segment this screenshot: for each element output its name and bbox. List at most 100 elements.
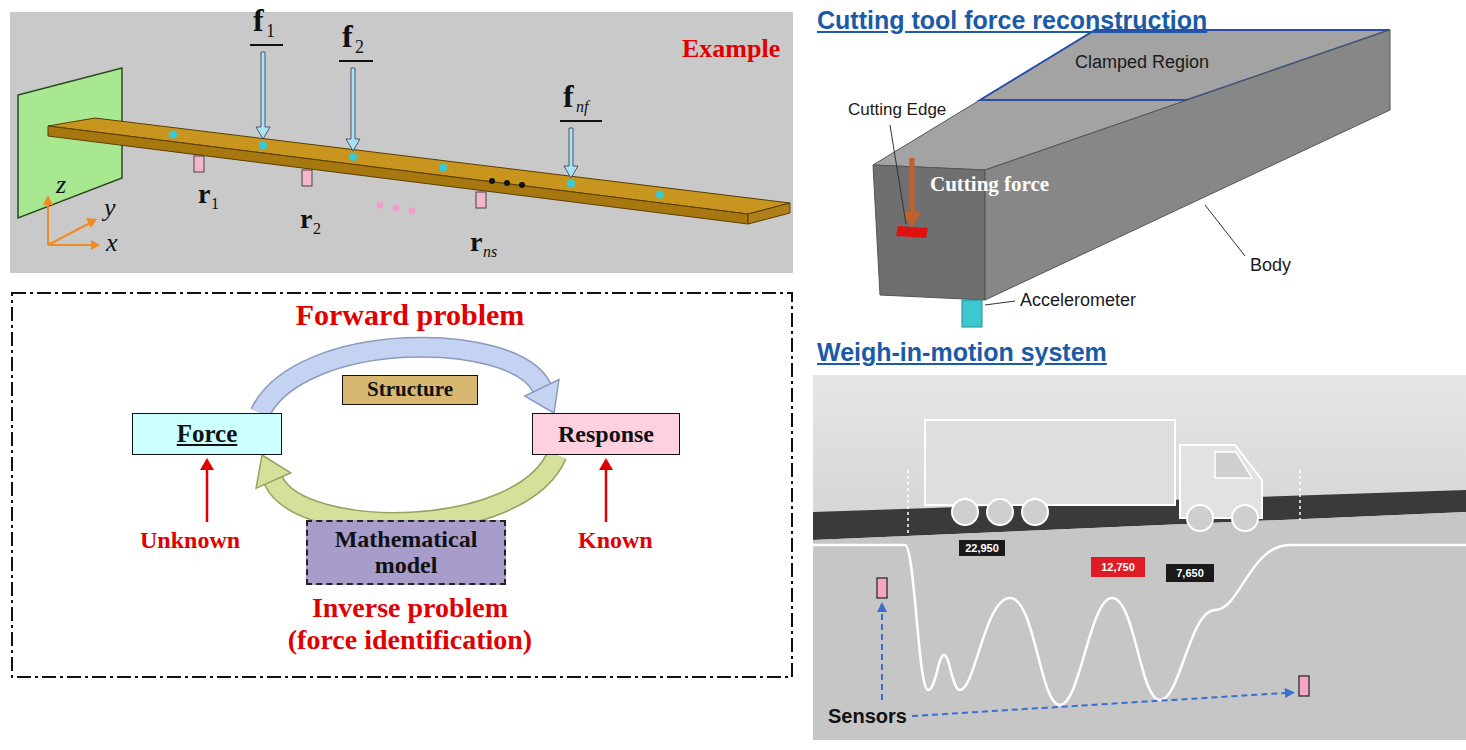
subscript: 1: [266, 21, 275, 42]
tool-side: [985, 30, 1390, 300]
node-text: 22,950: [965, 542, 999, 554]
panel-ground: [10, 12, 793, 273]
flow-arrow: [260, 347, 559, 413]
sensor: [877, 578, 887, 598]
ellipsis-dot: [519, 182, 525, 188]
force-label: Cutting force: [930, 172, 1049, 196]
pointer-head: [877, 602, 887, 612]
node-text: Force: [177, 420, 238, 448]
node-text: 7,650: [1176, 567, 1204, 579]
force-arrow: [903, 158, 921, 228]
node-text: 12,750: [1101, 561, 1135, 573]
subscript: ns: [483, 243, 497, 261]
subscript: 1: [211, 195, 219, 213]
sensor-symbol: r: [470, 226, 482, 258]
node-dot: [349, 153, 357, 161]
weight-plate: 7,650: [1166, 564, 1214, 582]
section-title: Cutting tool force reconstruction: [817, 6, 1207, 35]
subscript: nf: [576, 98, 588, 116]
response-box: Response: [532, 413, 680, 455]
axis-label: y: [104, 193, 116, 223]
ellipsis-dot: [409, 208, 416, 215]
force-box: Force: [132, 413, 282, 455]
wheel: [952, 499, 978, 525]
axis: [48, 244, 92, 246]
part-label: Cutting Edge: [848, 100, 946, 120]
sensor-symbol: r: [300, 203, 312, 235]
wim-ground: [813, 375, 1466, 740]
axis-label: z: [56, 170, 66, 200]
sensor: [194, 156, 204, 172]
part-label: Accelerometer: [1020, 290, 1136, 311]
section-title: Weigh-in-motion system: [817, 338, 1107, 367]
status-label: Unknown: [140, 527, 240, 555]
arrow-band: [260, 347, 542, 413]
road-surface: [813, 512, 1466, 740]
sensor: [1299, 676, 1309, 696]
sensor: [476, 192, 486, 208]
node-dot: [567, 180, 575, 188]
node-dot: [439, 164, 447, 172]
wheel: [1232, 505, 1258, 531]
ellipsis-dot: [504, 180, 510, 186]
arrow-band: [273, 455, 557, 522]
beam-front: [48, 126, 748, 224]
node-text: Structure: [367, 378, 453, 401]
load-signal: [813, 545, 1466, 705]
pointer-arrow: [605, 468, 608, 522]
node-dot: [656, 191, 664, 199]
node-dot: [169, 131, 177, 139]
beam-end: [748, 203, 790, 224]
zone-line: [1299, 470, 1301, 520]
truck-trailer: [925, 420, 1175, 505]
wheel: [1022, 499, 1048, 525]
axis-head: [91, 240, 100, 250]
vector-bar: [250, 44, 283, 46]
callout-label: Sensors: [828, 705, 907, 728]
model-box: Mathematical model: [306, 520, 506, 585]
beam-top: [48, 118, 790, 214]
arrow-band-outline: [273, 455, 557, 522]
force-arrow: [256, 52, 270, 139]
flow-arrow: [256, 455, 557, 522]
ellipsis-dot: [377, 202, 384, 209]
ellipsis-dot: [393, 205, 400, 212]
leader-line: [985, 301, 1015, 305]
pointer-head: [200, 458, 214, 470]
axis-label: x: [106, 228, 118, 258]
sensor: [302, 170, 312, 186]
force-arrow: [346, 68, 360, 151]
arrow-head: [256, 455, 291, 488]
force-symbol: f: [563, 78, 574, 115]
edge-label: Forward problem: [296, 298, 525, 333]
part-label: Body: [1250, 255, 1291, 276]
weight-plate: 12,750: [1091, 557, 1145, 577]
accelerometer: [962, 300, 982, 327]
weight-plate: 22,950: [959, 540, 1005, 556]
leader-line: [1205, 205, 1245, 256]
wheel: [987, 499, 1013, 525]
panel-frame: [12, 293, 792, 677]
truck-window: [1215, 452, 1252, 478]
axis: [48, 223, 90, 245]
axis-head: [43, 195, 53, 205]
panel-tag: Example: [682, 34, 780, 64]
node-text: Response: [558, 421, 654, 447]
node-dot: [259, 142, 267, 150]
vector-bar: [560, 120, 602, 122]
subscript: 2: [313, 220, 321, 238]
pointer-arrow: [881, 612, 883, 700]
force-symbol: f: [253, 2, 264, 39]
node-text: Mathematical model: [318, 526, 494, 579]
force-symbol: f: [342, 18, 353, 55]
pointer-head: [599, 458, 613, 470]
zone-line: [907, 470, 909, 536]
axis-head: [86, 218, 97, 228]
part-label: Clamped Region: [1075, 52, 1209, 73]
force-arrow: [564, 128, 578, 178]
leader-line: [890, 125, 906, 224]
pointer-head: [1285, 688, 1295, 698]
